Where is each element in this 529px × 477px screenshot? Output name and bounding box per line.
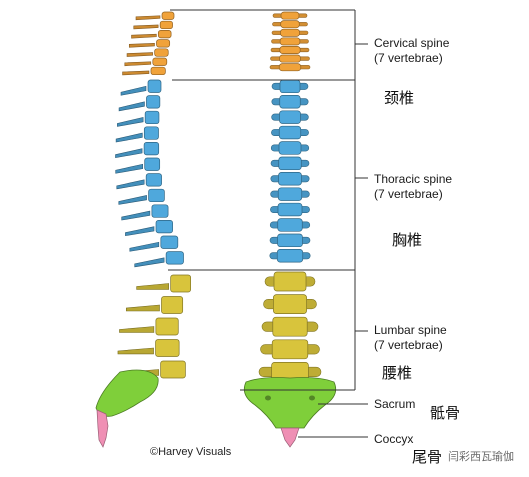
side-thoracic-vertebra-9-body bbox=[151, 204, 169, 218]
side-cervical-vertebra-5-spinous-process bbox=[126, 52, 153, 57]
lumbar-cn-label: 腰椎 bbox=[382, 364, 413, 382]
front-view-spine bbox=[243, 11, 337, 448]
cervical-name: Cervical spine bbox=[374, 36, 450, 50]
front-thoracic-vertebra-6-body bbox=[278, 156, 302, 171]
side-thoracic-vertebra-1-spinous-process bbox=[120, 85, 147, 96]
cervical-count: (7 vertebrae) bbox=[374, 51, 443, 65]
side-lumbar-vertebra-4-spinous-process bbox=[117, 347, 154, 355]
side-cervical-vertebra-7-body bbox=[150, 66, 166, 76]
side-thoracic-vertebra-1-body bbox=[147, 79, 162, 93]
lumbar-count: (7 vertebrae) bbox=[374, 338, 443, 352]
side-cervical-vertebra-2-body bbox=[159, 20, 173, 30]
front-thoracic-vertebra-4-body bbox=[278, 125, 302, 140]
side-thoracic-vertebra-11-body bbox=[160, 235, 179, 249]
side-cervical-vertebra-4-spinous-process bbox=[128, 43, 155, 48]
region-guide-lines bbox=[168, 9, 368, 438]
front-thoracic-vertebra-7-body bbox=[278, 172, 302, 186]
side-cervical-vertebra-3-body bbox=[157, 30, 172, 39]
coccyx-cn-label: 尾骨 bbox=[412, 448, 443, 466]
front-cervical-vertebra-7-body bbox=[278, 63, 302, 72]
front-cervical-vertebra-3-body bbox=[280, 28, 300, 37]
front-thoracic-vertebra-3-body bbox=[279, 110, 301, 124]
side-thoracic-vertebra-7-body bbox=[145, 173, 162, 187]
side-cervical-vertebra-3-spinous-process bbox=[131, 33, 157, 39]
side-thoracic-vertebra-5-spinous-process bbox=[115, 148, 143, 159]
side-thoracic-vertebra-8-spinous-process bbox=[118, 195, 147, 205]
front-thoracic-vertebra-12-body bbox=[276, 249, 304, 263]
front-lumbar-vertebra-3-body bbox=[272, 316, 308, 337]
side-cervical-vertebra-2-spinous-process bbox=[133, 24, 159, 30]
front-cervical-vertebra-5-body bbox=[279, 46, 301, 54]
thoracic-count: (7 vertebrae) bbox=[374, 187, 443, 201]
front-cervical-vertebra-4-body bbox=[279, 37, 301, 46]
side-lumbar-vertebra-5-body bbox=[160, 360, 186, 379]
side-lumbar-vertebra-1-body bbox=[170, 274, 192, 293]
front-sacrum-foramen-right bbox=[309, 395, 315, 401]
side-lumbar-vertebra-1-spinous-process bbox=[136, 283, 169, 290]
thoracic-label: Thoracic spine (7 vertebrae) bbox=[374, 172, 452, 202]
front-thoracic-vertebra-5-body bbox=[278, 141, 302, 155]
side-lumbar-vertebra-2-spinous-process bbox=[125, 304, 160, 312]
thoracic-cn-label: 胸椎 bbox=[392, 231, 423, 249]
front-thoracic-vertebra-10-body bbox=[277, 218, 303, 232]
credit-text: ©Harvey Visuals bbox=[150, 446, 232, 458]
front-thoracic-vertebra-11-body bbox=[277, 233, 303, 248]
front-thoracic-vertebra-1-body bbox=[279, 79, 301, 94]
front-thoracic-vertebra-9-body bbox=[277, 202, 303, 217]
side-thoracic-vertebra-5-body bbox=[143, 142, 160, 156]
side-thoracic-vertebra-6-spinous-process bbox=[115, 163, 143, 174]
watermark-text: 闫彩西瓦瑜伽 bbox=[448, 450, 514, 463]
side-thoracic-vertebra-2-body bbox=[146, 95, 161, 109]
side-thoracic-vertebra-3-body bbox=[144, 110, 160, 125]
coccyx-label: Coccyx bbox=[374, 432, 414, 446]
front-cervical-vertebra-6-body bbox=[279, 54, 301, 63]
side-thoracic-vertebra-9-spinous-process bbox=[121, 210, 151, 221]
side-cervical-vertebra-1-spinous-process bbox=[135, 15, 161, 21]
side-thoracic-vertebra-11-spinous-process bbox=[129, 241, 160, 252]
side-thoracic-vertebra-6-body bbox=[144, 157, 161, 171]
side-thoracic-vertebra-12-spinous-process bbox=[134, 257, 165, 268]
side-cervical-vertebra-6-body bbox=[152, 57, 168, 66]
front-sacrum-foramen-left bbox=[265, 395, 271, 401]
side-thoracic-vertebra-3-spinous-process bbox=[117, 117, 144, 127]
side-lumbar-vertebra-2-body bbox=[161, 296, 184, 314]
front-cervical-vertebra-2-body bbox=[280, 20, 300, 29]
cervical-label: Cervical spine (7 vertebrae) bbox=[374, 36, 449, 66]
front-lumbar-vertebra-4-body bbox=[271, 339, 309, 360]
side-lumbar-vertebra-3-spinous-process bbox=[119, 326, 155, 333]
front-thoracic-vertebra-2-body bbox=[279, 95, 301, 109]
side-lumbar-vertebra-4-body bbox=[155, 339, 180, 357]
side-cervical-vertebra-7-spinous-process bbox=[122, 70, 150, 76]
sacrum-cn-label: 骶骨 bbox=[430, 404, 461, 422]
side-thoracic-vertebra-2-spinous-process bbox=[118, 101, 145, 112]
side-view-spine bbox=[95, 11, 192, 448]
side-thoracic-vertebra-4-spinous-process bbox=[115, 132, 143, 143]
front-lumbar-vertebra-1-body bbox=[273, 271, 307, 292]
side-cervical-vertebra-1-body bbox=[161, 11, 175, 20]
front-lumbar-vertebra-2-body bbox=[273, 294, 307, 314]
side-coccyx bbox=[96, 409, 109, 448]
side-cervical-vertebra-4-body bbox=[156, 39, 171, 48]
side-cervical-vertebra-5-body bbox=[154, 48, 169, 57]
side-thoracic-vertebra-10-body bbox=[155, 220, 173, 234]
side-sacrum bbox=[95, 369, 159, 417]
sacrum-label: Sacrum bbox=[374, 397, 416, 411]
front-thoracic-vertebra-8-body bbox=[277, 187, 303, 201]
lumbar-label: Lumbar spine (7 vertebrae) bbox=[374, 323, 447, 353]
side-cervical-vertebra-6-spinous-process bbox=[124, 61, 152, 67]
side-thoracic-vertebra-10-spinous-process bbox=[125, 226, 155, 237]
front-sacrum bbox=[243, 377, 337, 429]
side-thoracic-vertebra-4-body bbox=[143, 126, 159, 140]
side-thoracic-vertebra-7-spinous-process bbox=[116, 179, 145, 190]
front-coccyx bbox=[280, 427, 300, 448]
cervical-cn-label: 颈椎 bbox=[384, 89, 415, 107]
side-lumbar-vertebra-3-body bbox=[155, 317, 179, 336]
side-thoracic-vertebra-12-body bbox=[165, 251, 184, 265]
thoracic-name: Thoracic spine bbox=[374, 172, 453, 186]
lumbar-name: Lumbar spine bbox=[374, 323, 447, 337]
front-cervical-vertebra-1-body bbox=[280, 11, 300, 20]
side-thoracic-vertebra-8-body bbox=[148, 188, 165, 203]
